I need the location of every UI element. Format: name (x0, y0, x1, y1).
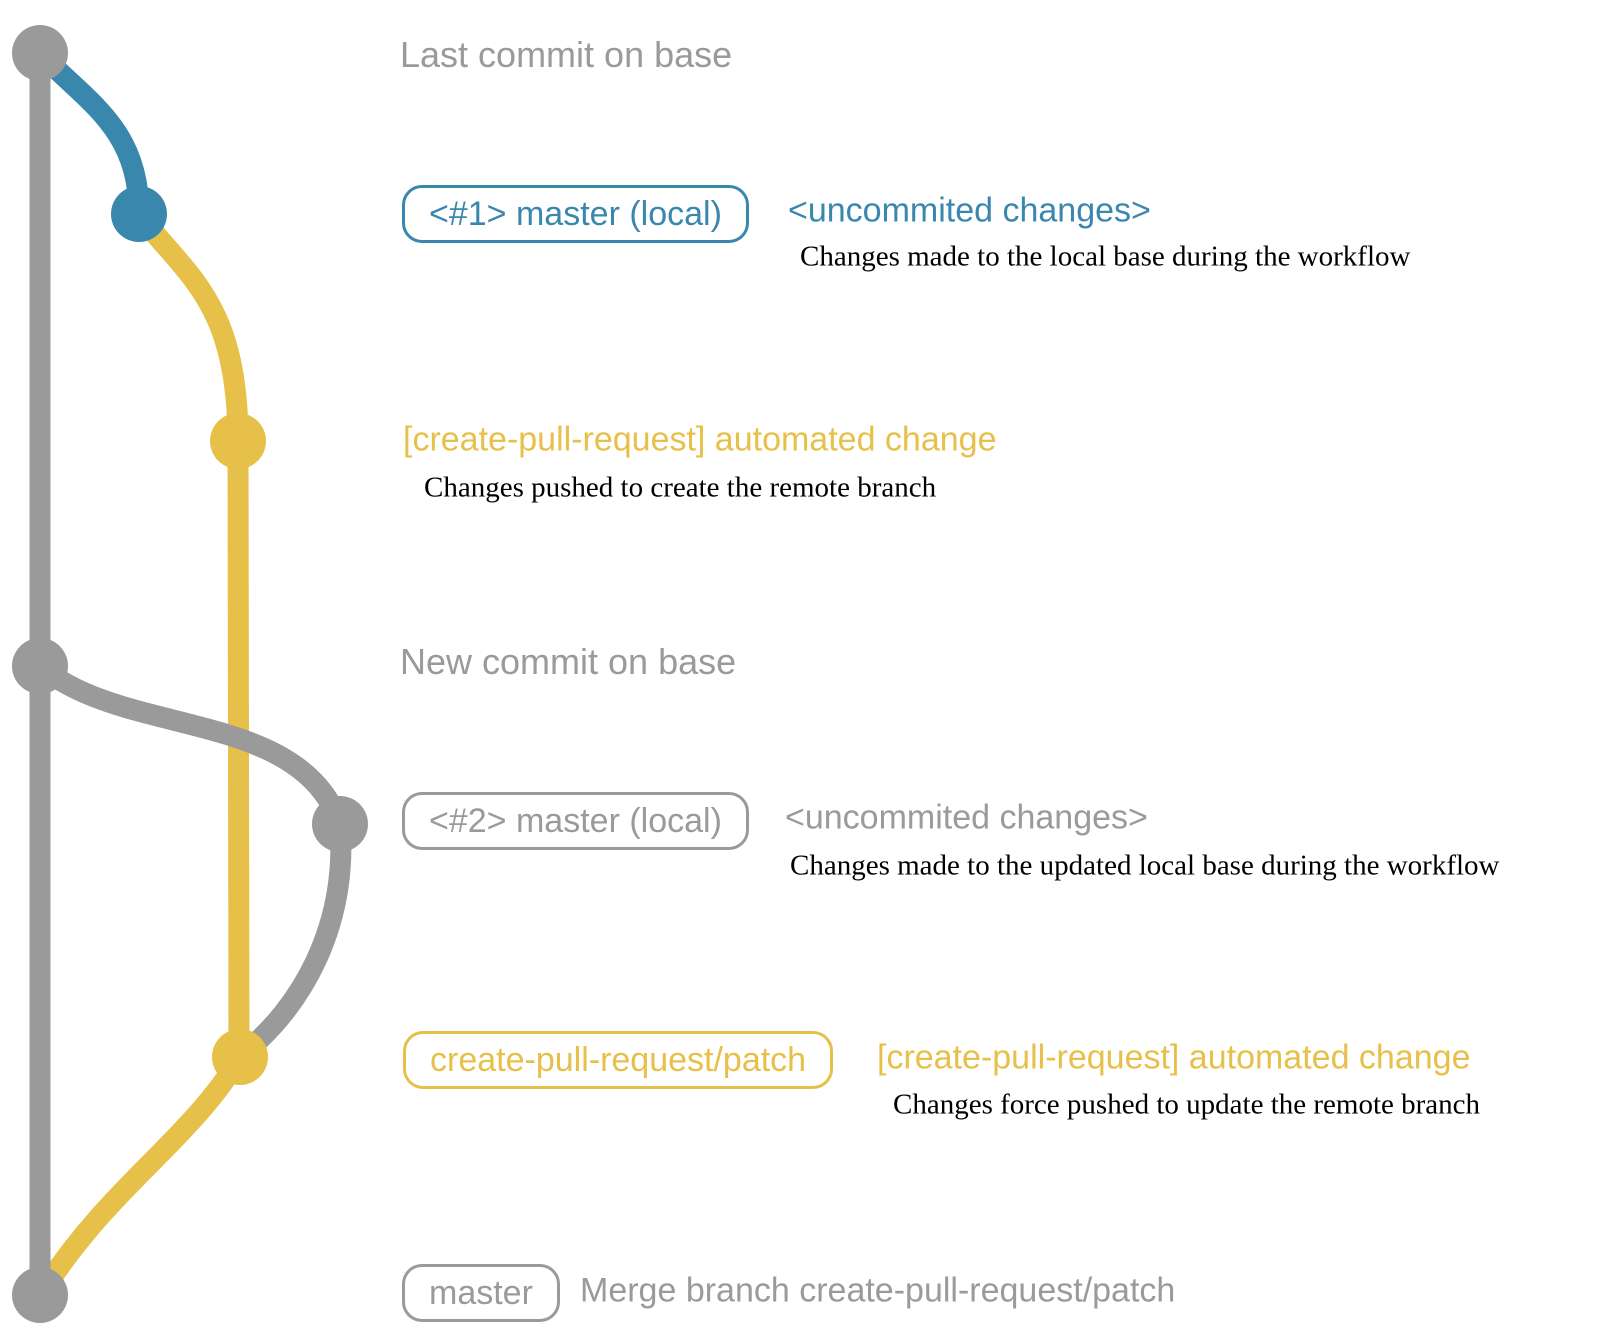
local-base-update-line (33, 657, 350, 828)
new-commit-label: New commit on base (400, 641, 737, 682)
commit-node-patch-1 (210, 413, 266, 469)
merge-message: Merge branch create-pull-request/patch (580, 1271, 1176, 1310)
local-branch-line (32, 45, 150, 215)
commit2-message: <uncommited changes> (785, 798, 1148, 837)
push1-description: Changes pushed to create the remote bran… (424, 471, 937, 504)
tag-master-local-2: <#2> master (local) (402, 792, 749, 850)
tag-master-local-1: <#1> master (local) (402, 185, 749, 243)
commit1-message: <uncommited changes> (788, 191, 1151, 230)
push1-message: [create-pull-request] automated change (403, 420, 997, 459)
push2-description: Changes force pushed to update the remot… (893, 1088, 1481, 1121)
commit-node-merge (12, 1267, 68, 1323)
patch-merge-line (38, 1051, 249, 1291)
tag-create-pull-request-patch: create-pull-request/patch (403, 1031, 834, 1089)
commit-node-local-2 (312, 796, 368, 852)
push2-message: [create-pull-request] automated change (877, 1038, 1471, 1077)
force-push-line (237, 823, 352, 1062)
commit-node-new-base (12, 638, 68, 694)
commit1-description: Changes made to the local base during th… (800, 240, 1411, 273)
commit-node-patch-2 (212, 1029, 268, 1085)
patch-branch-line (130, 207, 250, 1058)
commit2-description: Changes made to the updated local base d… (790, 849, 1500, 882)
commit-node-local-1 (111, 186, 167, 242)
tag-master: master (402, 1264, 560, 1322)
last-commit-label: Last commit on base (400, 34, 733, 75)
commit-node-last-base (12, 25, 68, 81)
